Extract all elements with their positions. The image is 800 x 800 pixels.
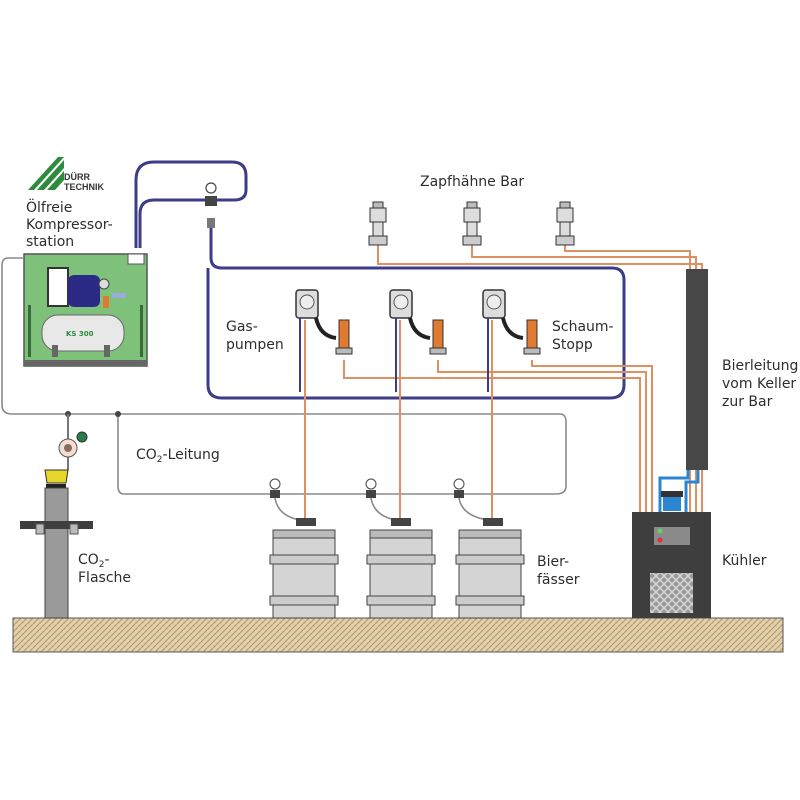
gas-pump-3 [482,289,524,392]
foam-stop-label-1: Schaum- [552,319,614,335]
air-pressure-gauge [205,182,217,228]
keg-gauge-1 [269,478,301,521]
co2-bottle [20,414,93,619]
compressor-station: KS 300 [23,253,148,367]
kegs-label-1: Bier- [537,554,569,570]
beer-line-conduit [686,269,708,470]
cooler-label: Kühler [722,553,767,569]
gas-pumps-label-1: Gas- [226,319,258,335]
keg-gauge-2 [365,478,397,521]
duerr-technik-logo: DÜRR TECHNIK [28,157,104,192]
gas-pumps-label-2: pumpen [226,337,284,353]
logo-text-1: DÜRR [64,172,90,182]
logo-text-2: TECHNIK [64,182,104,192]
gas-pump-2 [389,289,431,392]
cooler [632,470,711,618]
beer-line-label-2: vom Keller [722,376,796,392]
co2-line-label: CO2-Leitung [136,447,220,465]
co2-bottle-label-1: CO2- [78,552,110,570]
foam-stop-2 [429,319,447,355]
foam-stop-label-2: Stopp [552,337,593,353]
tap-3 [555,201,575,246]
floor [12,617,784,653]
keg-gauge-3 [453,478,489,521]
keg-2 [366,518,436,619]
kegs-label-2: fässer [537,572,580,588]
tap-2 [462,201,482,246]
beer-lines [304,245,703,520]
tank-label: KS 300 [66,330,94,338]
compressor-label-2: Kompressor- [26,217,113,233]
compressor-label-1: Ölfreie [26,198,72,216]
foam-stop-3 [523,319,541,355]
beer-line-label-3: zur Bar [722,394,773,410]
compressor-label-3: station [26,234,74,250]
keg-3 [455,518,525,619]
taps-label: Zapfhähne Bar [420,174,524,190]
co2-bottle-label-2: Flasche [78,570,131,586]
beer-line-label-1: Bierleitung [722,358,798,374]
foam-stop-1 [335,319,353,355]
gas-pump-1 [295,289,337,392]
compressed-air-lines [134,160,626,400]
tap-1 [368,201,388,246]
keg-1 [269,518,339,619]
